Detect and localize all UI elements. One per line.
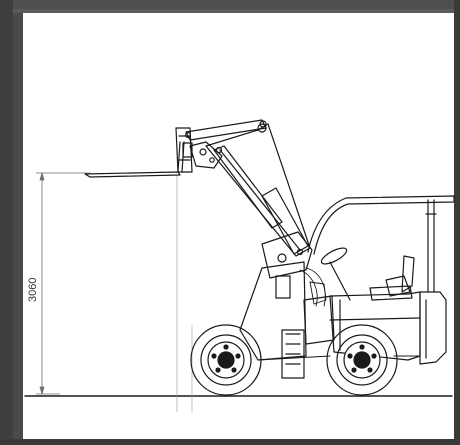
viewer-frame-right	[454, 0, 460, 445]
rear-wheel	[326, 324, 398, 396]
paper-edge	[13, 9, 454, 13]
viewer-frame-top	[0, 0, 460, 9]
fork-carriage	[175, 127, 193, 173]
reference-lines	[176, 174, 193, 413]
viewer-frame-left	[0, 0, 13, 445]
counterweight	[419, 291, 447, 365]
tilt-bracket	[189, 141, 223, 169]
chassis-body	[239, 261, 421, 379]
lift-cylinder	[213, 145, 309, 255]
hydraulic-hoses	[299, 267, 327, 307]
forks	[84, 141, 185, 178]
overhead-guard	[307, 195, 455, 293]
axle-details	[257, 355, 421, 361]
dimension-label: 3060	[27, 278, 39, 302]
front-wheel	[190, 324, 262, 396]
dimension-arrow-top	[39, 172, 45, 181]
height-dimension	[35, 172, 91, 395]
dimension-arrow-bottom	[39, 386, 45, 395]
viewer-frame-bottom	[0, 439, 460, 445]
upper-link-arm	[185, 119, 267, 141]
steering-wheel	[320, 247, 351, 301]
boom-pivot-bracket	[261, 231, 313, 279]
operator-seat	[369, 255, 415, 301]
